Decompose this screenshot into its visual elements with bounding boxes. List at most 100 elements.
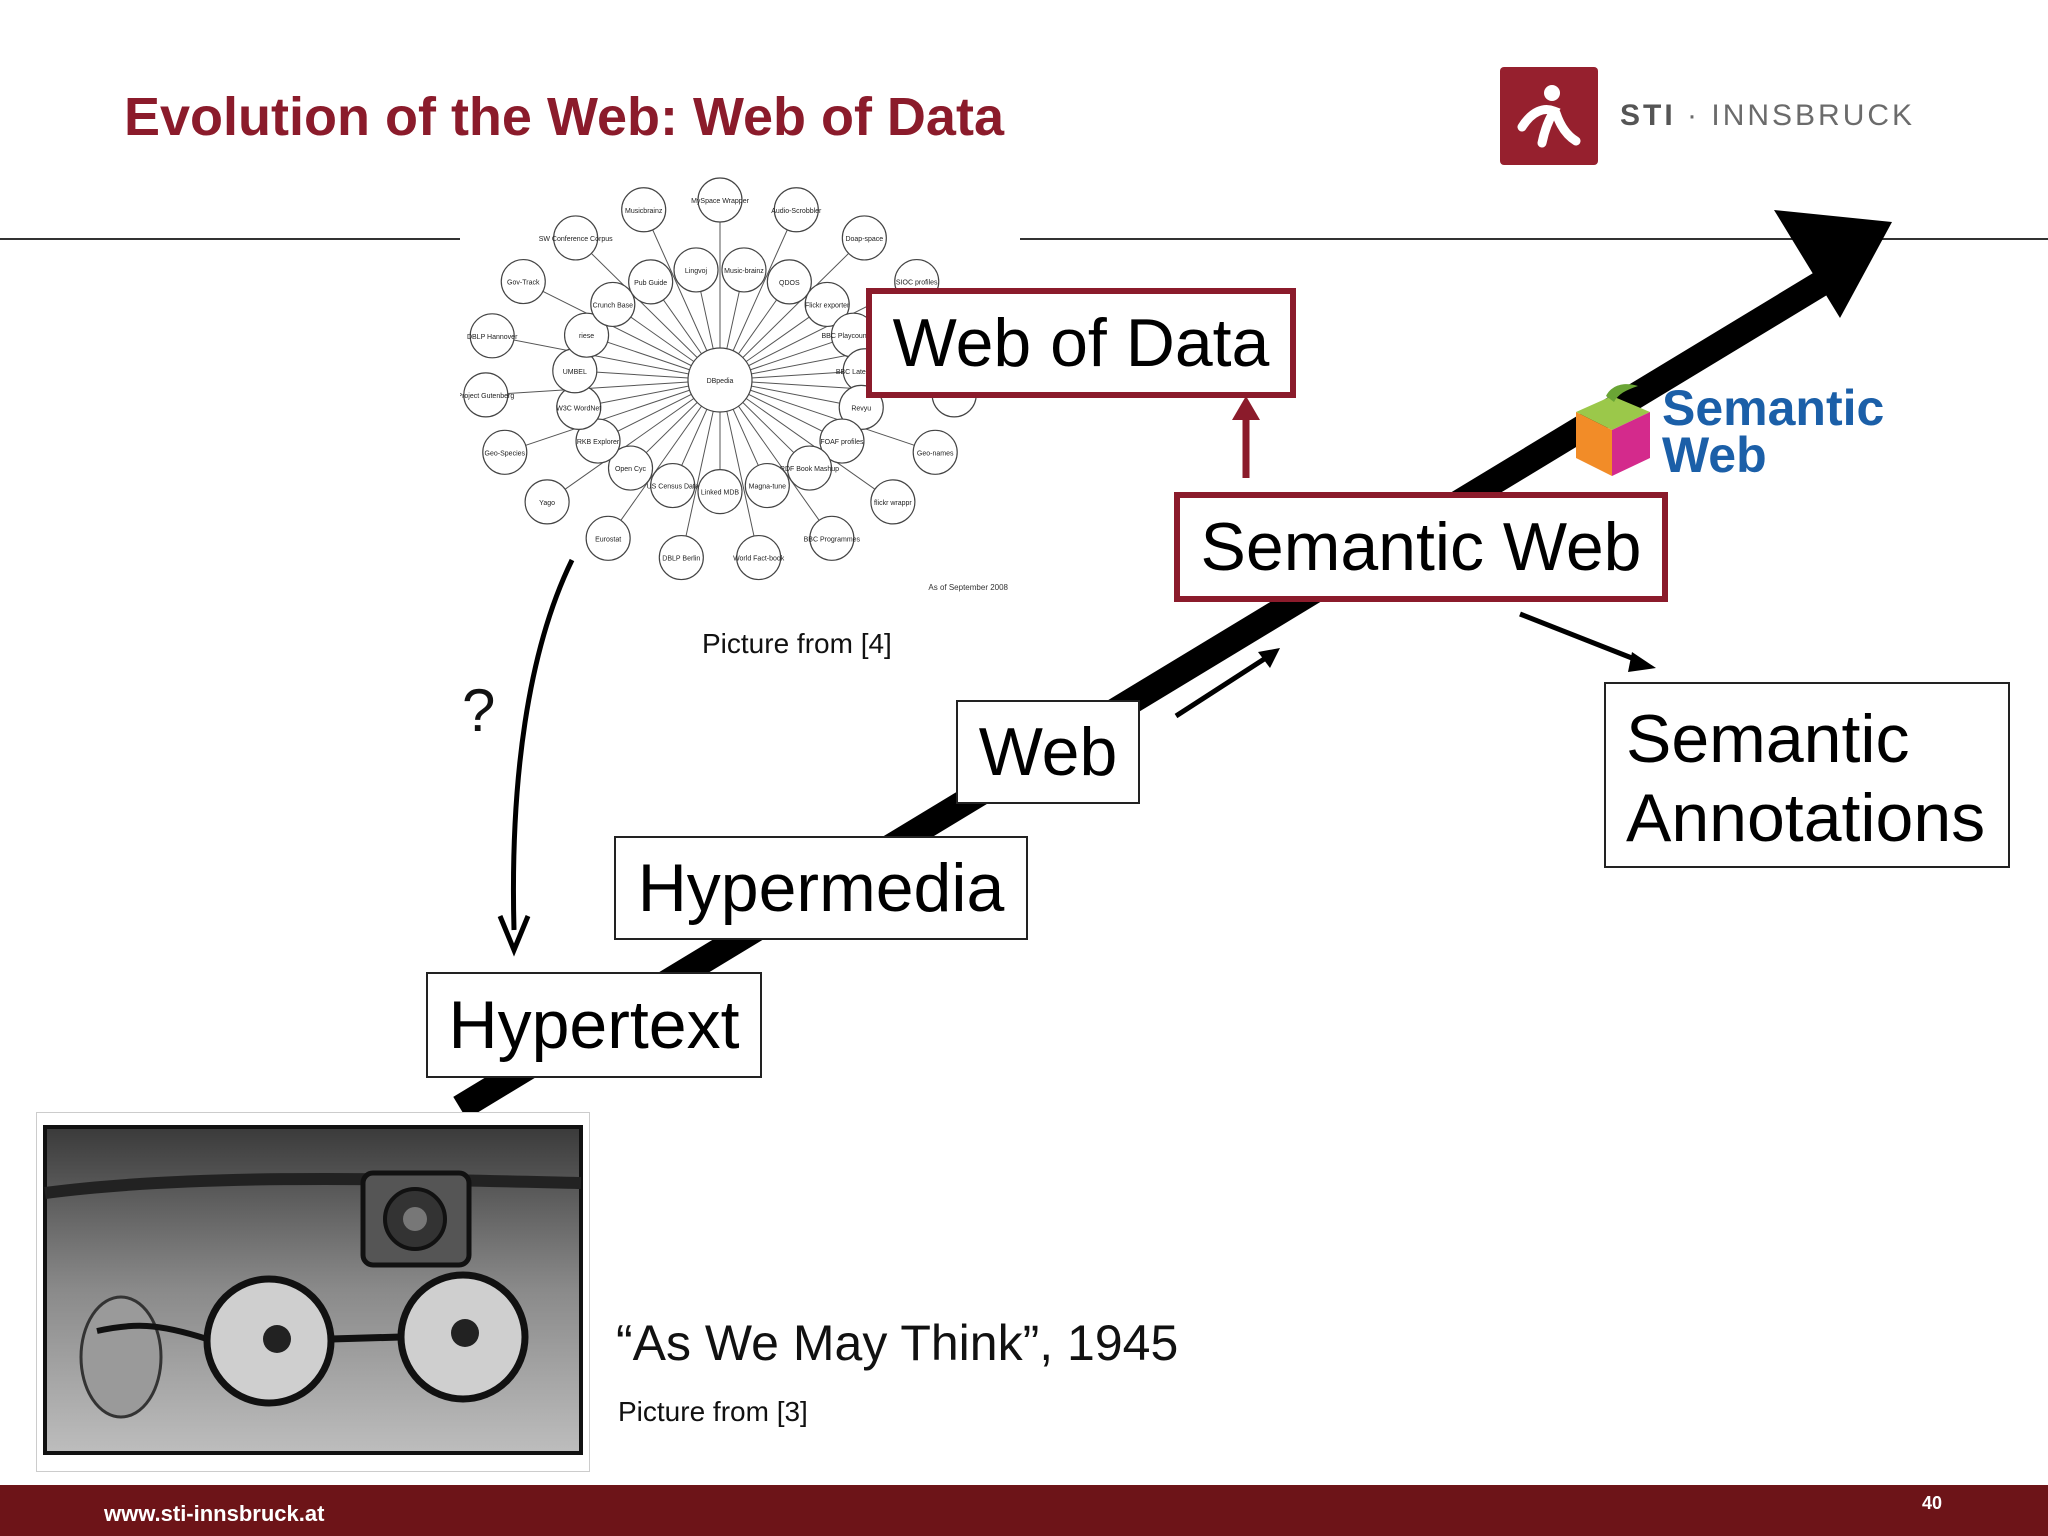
svg-text:Audio-Scrobbler: Audio-Scrobbler [771, 208, 822, 215]
quote-as-we-may-think: “As We May Think”, 1945 [616, 1315, 1179, 1371]
svg-text:Yago: Yago [539, 500, 555, 507]
lod-node: Flickr exporter [804, 281, 850, 328]
slide-title: Evolution of the Web: Web of Data [124, 87, 1004, 147]
lod-node: Crunch Base [590, 281, 636, 328]
box-semantic-annotations: Semantic Annotations [1604, 682, 2010, 868]
lod-node: Geo-Species [482, 429, 528, 475]
lod-edge [504, 379, 721, 453]
semantic-web-cube-icon [1576, 384, 1650, 476]
lod-node: Yago [524, 479, 570, 525]
svg-text:flickr wrappr: flickr wrappr [874, 500, 912, 507]
svg-text:Geo-names: Geo-names [917, 450, 954, 457]
svg-text:Flickr exporter: Flickr exporter [805, 302, 850, 309]
lod-node: US Census Data [647, 462, 699, 509]
web-to-semantic-arrow [1174, 651, 1274, 719]
caption-memex: Picture from [3] [618, 1396, 808, 1427]
lod-edge [492, 335, 721, 381]
lod-edge [546, 379, 721, 503]
semantic-web-logo-line2: Web [1662, 427, 1767, 483]
lod-edge [719, 379, 936, 453]
footer-bar: www.sti-innsbruck.at 40 [0, 1485, 2048, 1536]
header-rule-left [0, 238, 460, 240]
box-semantic-annotations-line1: Semantic [1626, 701, 1910, 777]
question-mark: ? [462, 677, 496, 744]
lod-edge [523, 281, 721, 381]
lod-node: DBLP Hannover [467, 313, 518, 359]
svg-text:SW Conference Corpus: SW Conference Corpus [539, 236, 613, 243]
lod-node: riese [563, 312, 610, 358]
lod-node: Magna-tune [744, 462, 790, 509]
svg-text:RDF Book Mashup: RDF Book Mashup [780, 466, 839, 473]
svg-text:DBLP Berlin: DBLP Berlin [662, 556, 700, 563]
svg-text:FOAF profiles: FOAF profiles [820, 439, 864, 446]
lod-node: Open Cyc [607, 445, 654, 491]
lod-edge [719, 379, 894, 503]
box-semantic-web: Semantic Web [1174, 492, 1668, 602]
semantic-to-annotations-arrow-head [1628, 652, 1656, 672]
svg-text:MySpace Wrapper: MySpace Wrapper [691, 198, 750, 205]
question-curve-arrow [510, 558, 575, 931]
logo-wordmark: STI · INNSBRUCK [1620, 99, 1915, 133]
lod-node: Linked MDB [697, 469, 743, 515]
lod-date-label: As of September 2008 [928, 583, 1008, 592]
lod-node: Musicbrainz [621, 187, 667, 233]
svg-text:BBC Playcount Data: BBC Playcount Data [822, 333, 886, 340]
svg-text:Pub Guide: Pub Guide [634, 280, 667, 287]
lod-node: BBC Programmes [804, 515, 861, 561]
lod-node: RDF Book Mashup [780, 445, 839, 491]
svg-text:Gov-Track: Gov-Track [507, 280, 540, 287]
svg-text:UMBEL: UMBEL [563, 369, 587, 376]
svg-text:W3C WordNet: W3C WordNet [556, 405, 601, 412]
sti-figure-icon [1500, 67, 1598, 165]
svg-text:riese: riese [579, 333, 594, 340]
lod-node: Geo-names [912, 429, 958, 475]
page-number: 40 [1921, 1493, 1942, 1513]
svg-text:Project Gutenberg: Project Gutenberg [460, 393, 514, 400]
memex-headcamera-photo [36, 1112, 590, 1472]
lod-node: flickr wrappr [870, 479, 916, 525]
semantic-web-logo-text: Semantic Web [1662, 379, 1885, 483]
web-to-semantic-arrow-head [1258, 648, 1280, 668]
logo-brand: STI [1620, 99, 1676, 132]
lod-node: Music-brainz [721, 247, 767, 293]
svg-text:Revyu: Revyu [851, 405, 871, 412]
svg-text:BBC Programmes: BBC Programmes [804, 536, 861, 543]
lod-node: Eurostat [585, 515, 631, 561]
svg-text:DBpedia: DBpedia [707, 378, 734, 385]
lod-node: Gov-Track [500, 258, 546, 305]
logo-separator: · [1687, 99, 1701, 132]
svg-text:RKB Explorer: RKB Explorer [577, 439, 620, 446]
svg-text:Eurostat: Eurostat [595, 536, 621, 543]
lod-node: QDOS [766, 259, 812, 305]
svg-text:Crunch Base: Crunch Base [593, 302, 634, 309]
lod-node: W3C WordNet [556, 384, 602, 430]
svg-text:QDOS: QDOS [779, 280, 800, 287]
semantic-to-annotations-arrow [1519, 611, 1643, 665]
lod-node: Audio-Scrobbler [771, 187, 822, 233]
lod-hub-node: DBpedia [687, 347, 753, 413]
lod-node: Lingvoj [673, 247, 719, 293]
box-hypermedia: Hypermedia [614, 836, 1028, 940]
header-rule-right [1008, 238, 2048, 240]
lod-node: World Fact-book [733, 534, 785, 581]
caption-lod-cloud: Picture from [4] [702, 628, 892, 659]
svg-text:Open Cyc: Open Cyc [615, 466, 647, 473]
evolution-arrow-head [1774, 210, 1892, 318]
sti-innsbruck-logo: STI · INNSBRUCK [1500, 67, 1915, 165]
semantic-web-logo-line1: Semantic [1662, 379, 1885, 436]
svg-text:World Fact-book: World Fact-book [733, 556, 785, 563]
box-web-of-data: Web of Data [866, 288, 1296, 398]
semantic-to-data-arrow-head [1232, 396, 1260, 420]
footer-url: www.sti-innsbruck.at [104, 1501, 325, 1526]
lod-node: SW Conference Corpus [539, 215, 613, 261]
semantic-web-logo: Semantic Web [1566, 382, 1884, 482]
logo-name: INNSBRUCK [1711, 99, 1916, 132]
svg-text:Magna-tune: Magna-tune [749, 484, 786, 491]
svg-text:Musicbrainz: Musicbrainz [625, 208, 663, 215]
question-curve-arrow-head [497, 915, 531, 957]
svg-text:Geo-Species: Geo-Species [485, 450, 526, 457]
lod-node: Project Gutenberg [457, 372, 514, 418]
svg-text:US Census Data: US Census Data [647, 484, 699, 491]
lod-node: DBLP Berlin [658, 534, 704, 581]
